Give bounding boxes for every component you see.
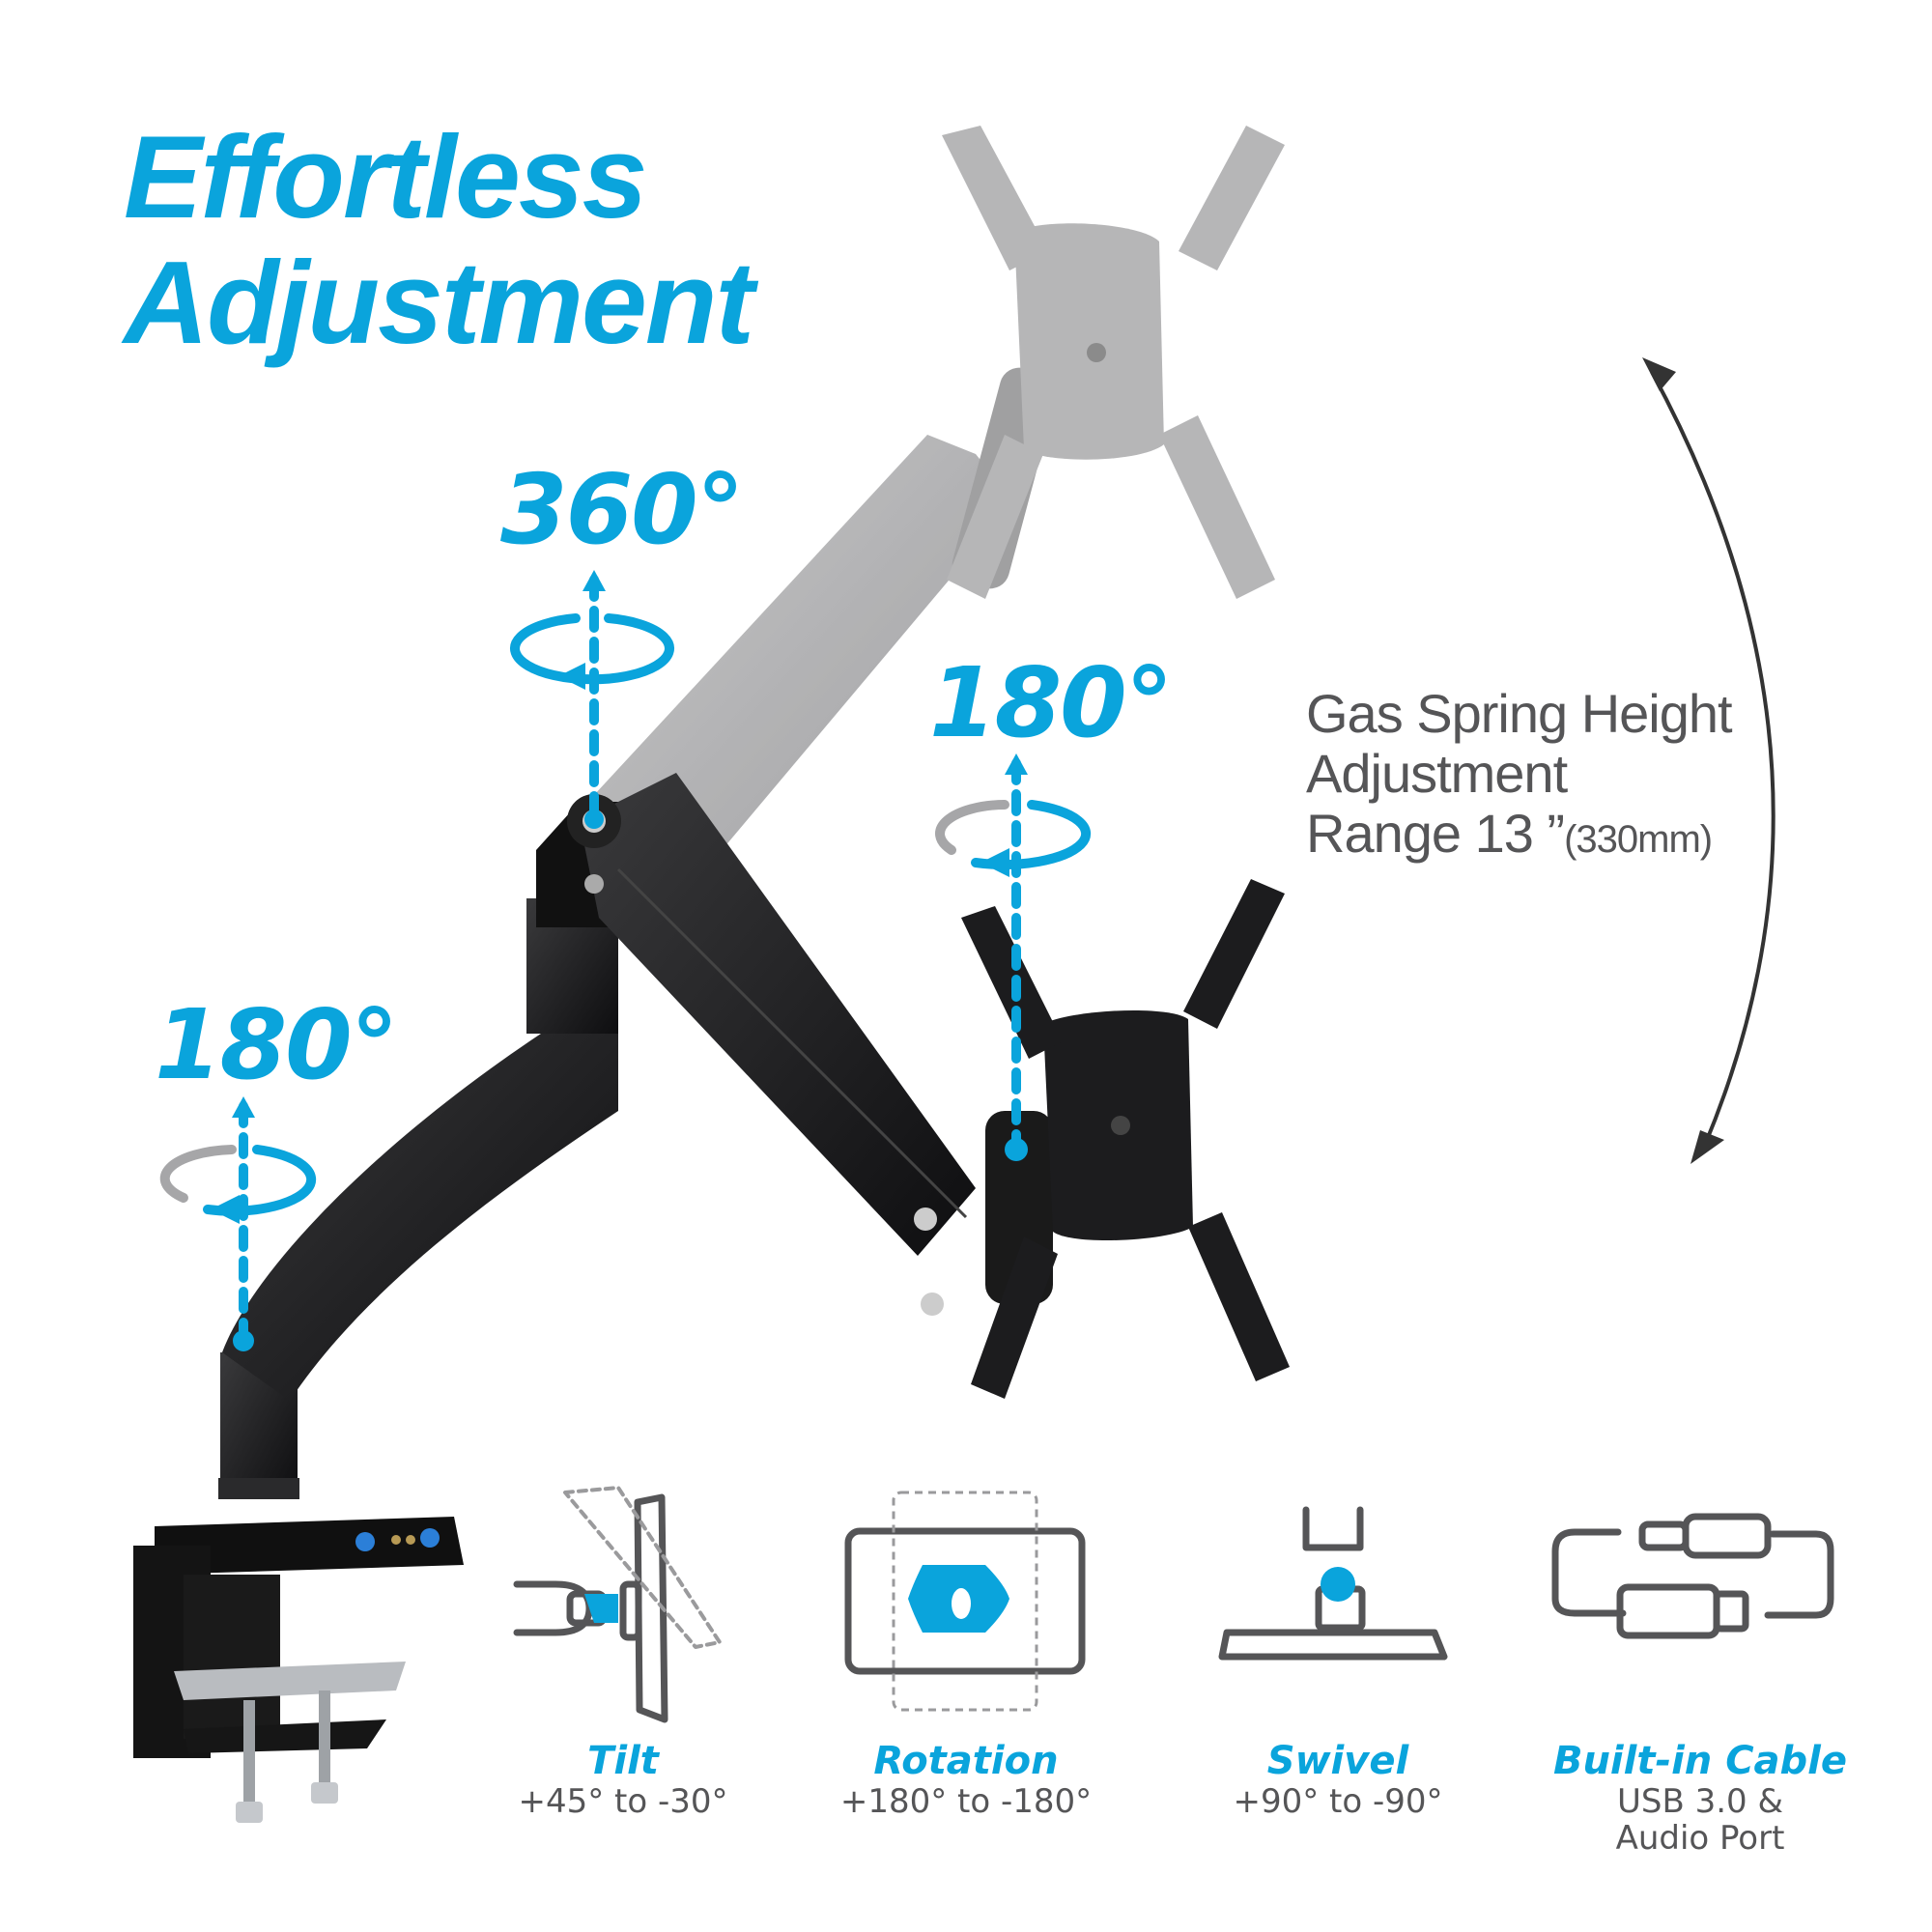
rotation-label-base-180: 180° [155, 988, 399, 1101]
feature-rotation-title: Rotation [873, 1739, 1059, 1783]
rotation-label-360: 360° [500, 453, 745, 566]
gas-spring-line-2: Adjustment [1306, 743, 1568, 804]
rotation-label-head-180: 180° [929, 646, 1174, 759]
gas-spring-line-1: Gas Spring Height [1306, 683, 1733, 744]
cable-icon [1551, 1513, 1834, 1639]
feature-tilt-range: +45° to -30° [518, 1782, 728, 1821]
feature-swivel: Swivel +90° to -90° [1212, 1739, 1463, 1820]
feature-tilt-title: Tilt [587, 1739, 659, 1783]
gas-spring-range: Range 13 ” [1306, 803, 1565, 864]
headline-line-1: Effortless [124, 111, 648, 242]
feature-tilt: Tilt +45° to -30° [502, 1739, 744, 1820]
headline-line-2: Adjustment [124, 237, 754, 368]
feature-rotation: Rotation +180° to -180° [821, 1739, 1111, 1820]
feature-rotation-range: +180° to -180° [839, 1782, 1093, 1821]
feature-cable-title: Built-in Cable [1552, 1739, 1848, 1783]
headline: Effortless Adjustment [124, 111, 754, 368]
rotation-indicator-top [510, 575, 674, 821]
rotation-indicator-head [935, 758, 1092, 1164]
gas-spring-caption: Gas Spring Height Adjustment Range 13 ”(… [1306, 683, 1733, 869]
rotation-indicator-base [159, 1101, 317, 1348]
feature-cable-line-2: Audio Port [1615, 1819, 1785, 1858]
rotation-icon [844, 1491, 1086, 1712]
height-range-arc [1650, 371, 1776, 1146]
gas-spring-metric: (330mm) [1564, 818, 1713, 861]
feature-swivel-title: Swivel [1266, 1739, 1409, 1783]
feature-cable: Built-in Cable USB 3.0 & Audio Port [1536, 1739, 1864, 1857]
feature-cable-line-1: USB 3.0 & [1617, 1782, 1783, 1821]
feature-swivel-range: +90° to -90° [1233, 1782, 1443, 1821]
